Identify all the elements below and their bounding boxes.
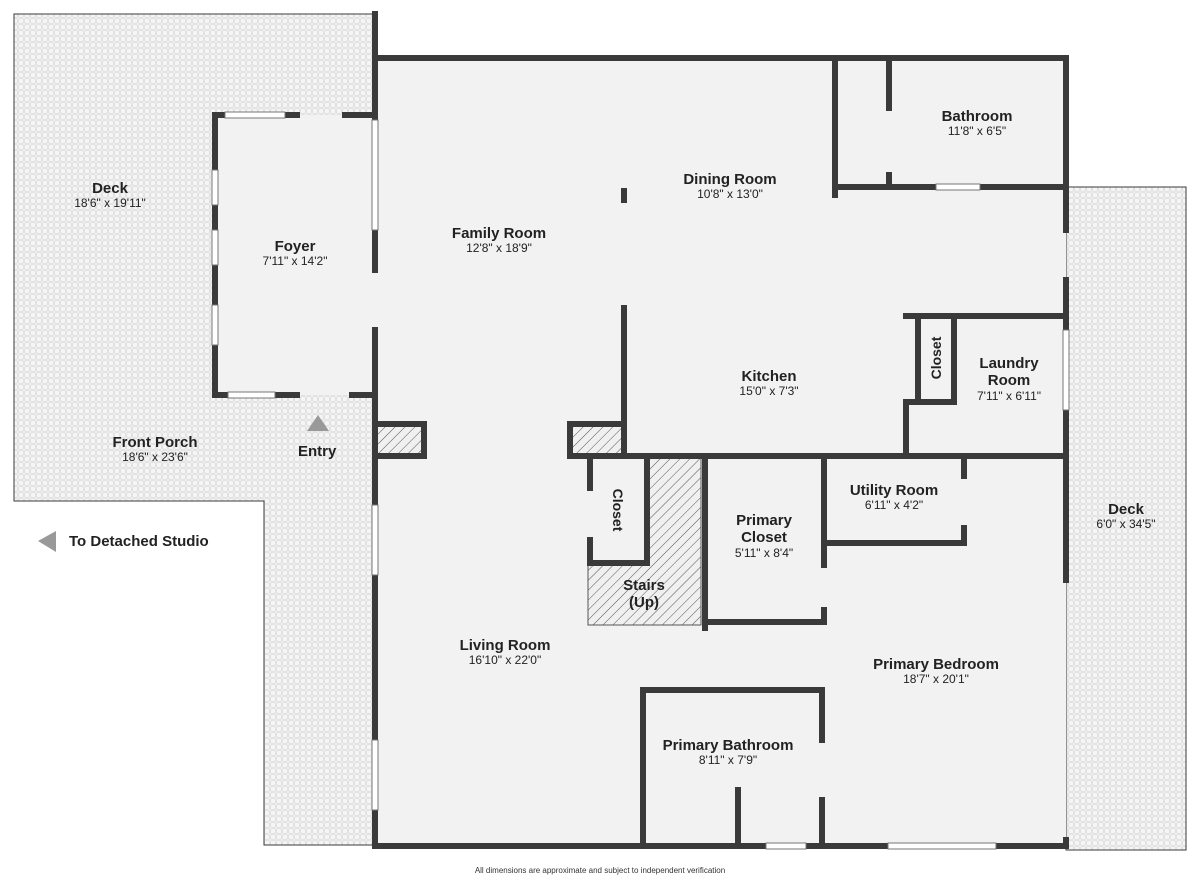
room-name: Primary Bathroom bbox=[662, 737, 794, 754]
chimney-right bbox=[570, 426, 622, 454]
room-name: Living Room bbox=[459, 637, 551, 654]
room-name: Family Room bbox=[451, 225, 547, 242]
room-name: Dining Room bbox=[683, 171, 777, 188]
room-label-family-room: Family Room 12'8" x 18'9" bbox=[439, 225, 559, 256]
room-name: Closet bbox=[928, 336, 944, 380]
room-dims: 18'7" x 20'1" bbox=[903, 672, 969, 687]
room-name-line1: Stairs bbox=[623, 577, 665, 594]
room-dims: 15'0" x 7'3" bbox=[739, 384, 799, 399]
disclaimer-footer: All dimensions are approximate and subje… bbox=[474, 866, 726, 875]
room-label-closet-stairs: Closet bbox=[610, 482, 626, 538]
room-dims: 6'0" x 34'5" bbox=[1096, 517, 1156, 532]
room-dims: 7'11" x 6'11" bbox=[976, 388, 1042, 403]
room-dims: 7'11" x 14'2" bbox=[262, 254, 328, 269]
room-name-line2: Closet bbox=[741, 529, 787, 547]
room-name-line2: Room bbox=[987, 372, 1031, 390]
room-label-laundry-room: Laundry Room 7'11" x 6'11" bbox=[959, 355, 1059, 403]
room-label-foyer: Foyer 7'11" x 14'2" bbox=[245, 238, 345, 269]
room-dims: 10'8" x 13'0" bbox=[697, 187, 763, 202]
room-label-deck-right: Deck 6'0" x 34'5" bbox=[1076, 501, 1176, 532]
room-label-primary-closet: Primary Closet 5'11" x 8'4" bbox=[714, 512, 814, 560]
room-name: Bathroom bbox=[941, 108, 1013, 125]
room-dims: 8'11" x 7'9" bbox=[698, 753, 758, 768]
room-dims: 6'11" x 4'2" bbox=[864, 498, 924, 513]
chimney-left bbox=[377, 426, 423, 456]
studio-label: To Detached Studio bbox=[69, 533, 209, 550]
room-label-deck-left: Deck 18'6" x 19'11" bbox=[60, 180, 160, 211]
room-label-closet-kitchen: Closet bbox=[928, 330, 944, 386]
room-name: Front Porch bbox=[112, 434, 198, 451]
room-label-living-room: Living Room 16'10" x 22'0" bbox=[445, 637, 565, 668]
room-name-line1: Laundry bbox=[979, 355, 1039, 372]
room-dims: 5'11" x 8'4" bbox=[734, 545, 794, 560]
room-label-kitchen: Kitchen 15'0" x 7'3" bbox=[719, 368, 819, 399]
room-dims: 18'6" x 23'6" bbox=[122, 450, 188, 465]
room-label-bathroom: Bathroom 11'8" x 6'5" bbox=[927, 108, 1027, 139]
room-name: Closet bbox=[610, 488, 626, 532]
room-name: Utility Room bbox=[849, 482, 939, 499]
entry-label: Entry bbox=[298, 443, 337, 460]
foyer-floor bbox=[215, 115, 375, 395]
room-label-front-porch: Front Porch 18'6" x 23'6" bbox=[100, 434, 210, 465]
room-name: Primary Bedroom bbox=[873, 656, 999, 673]
room-dims: 11'8" x 6'5" bbox=[947, 124, 1007, 139]
room-dims: 18'6" x 19'11" bbox=[74, 196, 146, 211]
room-label-dining-room: Dining Room 10'8" x 13'0" bbox=[670, 171, 790, 202]
room-name: Kitchen bbox=[741, 368, 797, 385]
room-name: Foyer bbox=[274, 238, 316, 255]
studio-arrow-icon bbox=[38, 531, 56, 552]
room-dims: 16'10" x 22'0" bbox=[468, 653, 542, 668]
room-label-primary-bedroom: Primary Bedroom 18'7" x 20'1" bbox=[861, 656, 1011, 687]
room-dims: 12'8" x 18'9" bbox=[466, 241, 532, 256]
room-label-utility-room: Utility Room 6'11" x 4'2" bbox=[834, 482, 954, 513]
entry-arrow-icon bbox=[307, 415, 329, 431]
room-name-line2: (Up) bbox=[629, 594, 659, 612]
room-name-line1: Primary bbox=[736, 512, 792, 529]
room-label-stairs: Stairs (Up) bbox=[614, 577, 674, 612]
room-name: Deck bbox=[92, 180, 128, 197]
room-name: Deck bbox=[1108, 501, 1144, 518]
room-label-primary-bathroom: Primary Bathroom 8'11" x 7'9" bbox=[653, 737, 803, 768]
